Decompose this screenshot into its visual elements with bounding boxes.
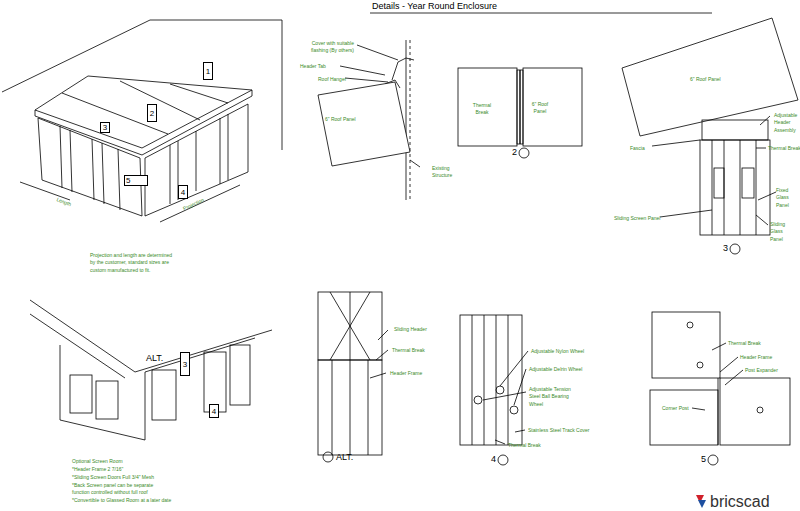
detail-marker: ALT. (336, 451, 353, 464)
callout-note: Roof Hanger (318, 76, 346, 83)
callout-note: Adjustable Nylon Wheel (531, 348, 584, 355)
callout-note: Cover with suitable flashing (By others) (306, 40, 354, 55)
callout-note: Thermal Break (392, 347, 425, 354)
detail-marker: 5 (701, 453, 706, 466)
callout-note: Header Tab (300, 63, 326, 70)
callout-box: 3 (100, 122, 110, 133)
corner-post-detail (650, 312, 790, 465)
callout-note: Adjustable Delrin Wheel (529, 366, 582, 373)
page-title: Details - Year Round Enclosure (372, 0, 497, 12)
callout-note: Projection and length are determined by … (90, 252, 172, 274)
callout-number: 2 (150, 109, 154, 118)
callout-box: 2 (147, 104, 157, 122)
callout-note: Thermal Break (728, 340, 761, 347)
callout-note: *Convertible to Glassed Room at a later … (72, 497, 171, 504)
watermark-logo (696, 495, 706, 508)
callout-note: *Back Screen panel can be separate funct… (72, 482, 167, 497)
callout-note: 6" Roof Panel (690, 76, 721, 83)
roof-hanger-detail (318, 40, 420, 200)
watermark: bricscad (710, 490, 770, 511)
enclosure-isometric (2, 20, 282, 222)
panel-joint-detail (458, 68, 582, 158)
callout-box: 3 (180, 352, 190, 376)
callout-note: Length (55, 196, 72, 208)
callout-note: Existing Structure (432, 165, 458, 180)
callout-number: 4 (212, 407, 216, 416)
callout-number: 3 (103, 123, 107, 132)
callout-note: Sliding Header (394, 326, 427, 333)
callout-note: 6" Roof Panel (325, 116, 356, 123)
callout-number: 1 (206, 67, 210, 76)
callout-note: Post Expander (745, 367, 778, 374)
callout-note: Optional Screen Room (72, 458, 192, 465)
callout-note: Stainless Steel Track Cover (528, 427, 589, 434)
callout-note: Thermal Break (768, 145, 800, 152)
callout-box: 1 (203, 62, 213, 80)
callout-note: Corner Post (662, 405, 689, 412)
detail-marker: ALT. (146, 352, 163, 365)
callout-box: 4 (178, 185, 188, 199)
screen-room-isometric (30, 300, 272, 440)
callout-number: 3 (183, 360, 187, 369)
callout-note: *Header Frame 2 7/16" (72, 466, 123, 473)
detail-marker: 3 (723, 242, 728, 255)
callout-note: Fascia (630, 145, 645, 152)
callout-number: 5 (126, 176, 130, 185)
callout-note: Header Frame (390, 370, 422, 377)
callout-note: Adjustable Header Assembly (774, 112, 798, 134)
callout-note: Thermal Break (470, 102, 494, 117)
detail-marker: 4 (491, 453, 496, 466)
sliding-header-detail (318, 292, 388, 462)
callout-note: *Sliding Screen Doors Full 3/4" Mesh (72, 474, 154, 481)
callout-number: 4 (181, 188, 185, 197)
callout-note: Adjustable Tension Steel Ball Bearing Wh… (529, 386, 577, 408)
detail-marker: 2 (512, 146, 517, 159)
callout-note: Header Frame (740, 354, 772, 361)
callout-note: Fixed Glass Panel (776, 187, 798, 209)
callout-box: 4 (209, 404, 219, 418)
callout-note: Sliding Glass Panel (770, 221, 796, 243)
callout-note: Sliding Screen Panel (614, 215, 660, 222)
callout-note: Thermal Break (508, 442, 541, 449)
callout-note: 6" Roof Panel (528, 101, 552, 116)
callout-box: 5 (124, 175, 148, 186)
